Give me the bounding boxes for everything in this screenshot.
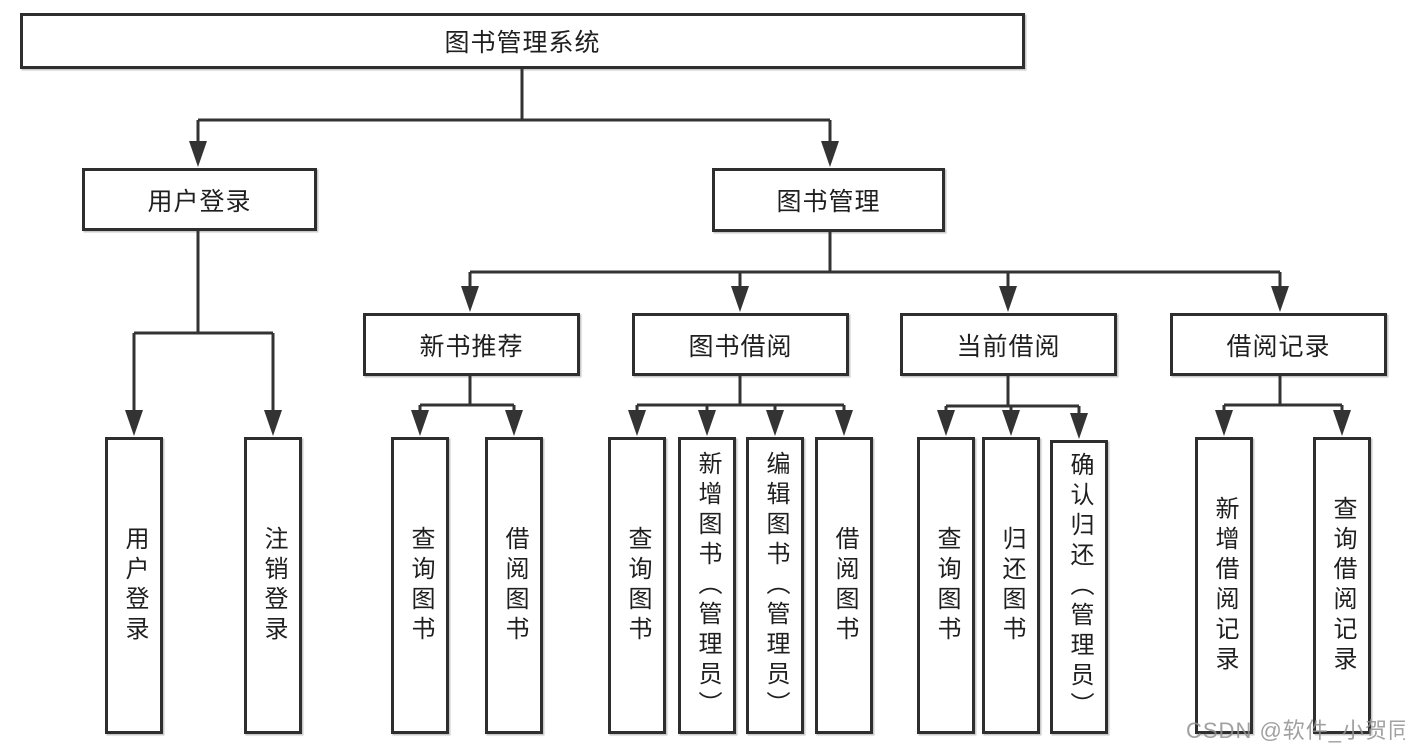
leaf-label: 借阅图书: [831, 525, 858, 646]
leaf-confirm-return-admin: 确认归还（管理员）: [1050, 440, 1108, 734]
leaf-user-login: 用户登录: [105, 437, 163, 734]
node-book-borrowing: 图书借阅: [632, 313, 849, 376]
leaf-label: 归还图书: [998, 525, 1025, 646]
node-label: 新书推荐: [419, 332, 524, 361]
leaf-label: 查询借阅记录: [1329, 495, 1356, 676]
leaf-query-books-2: 查询图书: [608, 437, 666, 734]
node-label: 图书管理: [776, 188, 881, 216]
leaf-label: 借阅图书: [501, 525, 528, 646]
leaf-label: 查询图书: [933, 525, 960, 646]
node-label: 用户登录: [147, 187, 252, 216]
leaf-label: 确认归还（管理员）: [1066, 452, 1093, 722]
leaf-edit-books-admin: 编辑图书（管理员）: [746, 437, 804, 734]
leaf-label: 查询图书: [407, 525, 434, 646]
node-current-borrowing: 当前借阅: [900, 313, 1117, 376]
leaf-label: 查询图书: [624, 525, 651, 646]
leaf-borrow-books: 借阅图书: [485, 437, 543, 734]
node-borrow-records: 借阅记录: [1170, 313, 1387, 376]
node-label: 图书管理系统: [444, 29, 601, 57]
leaf-label: 新增借阅记录: [1211, 495, 1238, 676]
csdn-watermark: CSDN @软件_小贺同学: [1186, 718, 1405, 743]
leaf-label: 用户登录: [121, 525, 148, 646]
leaf-add-borrow-record: 新增借阅记录: [1195, 437, 1253, 734]
node-user-login: 用户登录: [82, 168, 317, 231]
leaf-label: 注销登录: [260, 525, 287, 646]
node-label: 当前借阅: [956, 332, 1061, 361]
leaf-query-books-3: 查询图书: [917, 437, 975, 734]
leaf-query-borrow-record: 查询借阅记录: [1313, 437, 1371, 734]
node-label: 图书借阅: [688, 332, 793, 361]
leaf-label: 新增图书（管理员）: [694, 450, 721, 721]
leaf-logout: 注销登录: [244, 437, 302, 734]
leaf-add-books-admin: 新增图书（管理员）: [678, 437, 736, 734]
leaf-query-books: 查询图书: [391, 437, 449, 734]
node-library-management-system: 图书管理系统: [20, 13, 1025, 69]
leaf-borrow-books-2: 借阅图书: [815, 437, 873, 734]
node-label: 借阅记录: [1226, 332, 1331, 361]
node-new-book-recommend: 新书推荐: [363, 313, 580, 376]
leaf-return-books: 归还图书: [982, 437, 1040, 734]
node-book-management: 图书管理: [712, 168, 945, 232]
leaf-label: 编辑图书（管理员）: [762, 450, 789, 721]
